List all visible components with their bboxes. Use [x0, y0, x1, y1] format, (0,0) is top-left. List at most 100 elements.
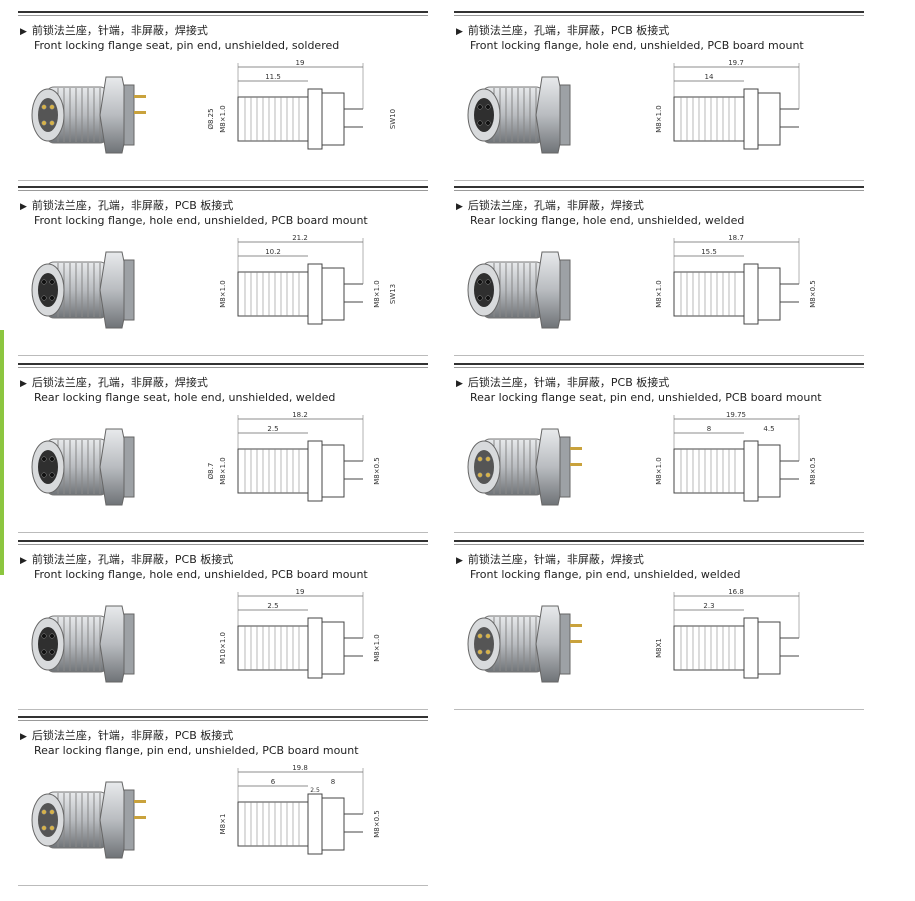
connector-photo — [31, 781, 146, 859]
thread-label: M10×1.0 — [219, 632, 227, 664]
pin-contact — [41, 104, 47, 110]
body-outline — [237, 271, 309, 317]
product-title: ▶后锁法兰座，孔端，非屏蔽，焊接式 Rear locking flange, h… — [456, 199, 744, 227]
body-outline — [673, 96, 745, 142]
solder-pin — [570, 463, 582, 466]
product-card: ▶前锁法兰座，针端，非屏蔽，焊接式 Front locking flange, … — [454, 540, 864, 710]
product-title-zh: 前锁法兰座，针端，非屏蔽，焊接式 — [467, 553, 644, 566]
card-top-rule-thin — [18, 15, 428, 16]
flange-outline — [321, 92, 345, 146]
connector-photo — [31, 605, 135, 683]
product-title: ▶前锁法兰座，孔端，非屏蔽，PCB 板接式 Front locking flan… — [20, 553, 368, 581]
flange-outline — [321, 444, 345, 498]
nut-outline — [743, 88, 759, 150]
nut-outline — [743, 617, 759, 679]
flange-outline — [321, 267, 345, 321]
bullet-arrow-icon: ▶ — [456, 27, 463, 37]
contact-insert — [38, 98, 58, 132]
card-top-rule-thin — [454, 190, 864, 191]
thread2-label: M8×1.0 — [373, 634, 381, 662]
pin-contact — [485, 456, 491, 462]
bullet-arrow-icon: ▶ — [20, 27, 27, 37]
socket-hole — [41, 633, 47, 639]
product-title: ▶后锁法兰座，针端，非屏蔽，PCB 板接式 Rear locking flang… — [20, 729, 359, 757]
pin-contact — [41, 809, 47, 815]
thread-label: M8×1 — [219, 814, 227, 835]
pin-contact — [477, 633, 483, 639]
dimension-part2: 8 — [331, 778, 335, 786]
product-title-en: Rear locking flange seat, pin end, unshi… — [470, 391, 822, 404]
dimension-overall: 16.8 — [728, 588, 744, 596]
body-outline — [237, 448, 309, 494]
contact-insert — [474, 450, 494, 484]
hex-nut — [535, 76, 567, 154]
card-bottom-rule — [454, 532, 864, 533]
body-outline — [673, 448, 745, 494]
product-title-zh: 前锁法兰座，孔端，非屏蔽，PCB 板接式 — [467, 24, 670, 37]
thread-label: M8×1.0 — [219, 457, 227, 485]
body-outline — [237, 801, 309, 847]
socket-hole — [41, 295, 47, 301]
solder-pin — [570, 447, 582, 450]
socket-hole — [41, 456, 47, 462]
product-title-en: Front locking flange, hole end, unshield… — [34, 214, 368, 227]
card-top-rule — [454, 363, 864, 365]
solder-pin — [134, 816, 146, 819]
card-top-rule-thin — [454, 544, 864, 545]
solder-pin — [570, 640, 582, 643]
card-top-rule-thin — [454, 367, 864, 368]
bullet-arrow-icon: ▶ — [20, 202, 27, 212]
flange-outline — [757, 444, 781, 498]
solder-pin — [134, 95, 146, 98]
card-top-rule — [18, 186, 428, 188]
pin-contact — [477, 649, 483, 655]
thread-label: M8×1.0 — [219, 105, 227, 133]
bullet-arrow-icon: ▶ — [456, 202, 463, 212]
flange-outline — [321, 797, 345, 851]
pin-contact — [485, 472, 491, 478]
hex-nut — [535, 605, 567, 683]
card-bottom-rule — [18, 885, 428, 886]
diameter-label: Ø8.25 — [207, 108, 215, 129]
socket-hole — [485, 104, 491, 110]
card-top-rule-thin — [18, 190, 428, 191]
connector-photo — [467, 605, 582, 683]
flange — [559, 436, 571, 498]
product-title: ▶前锁法兰座，孔端，非屏蔽，PCB 板接式 Front locking flan… — [20, 199, 368, 227]
card-top-rule-thin — [454, 15, 864, 16]
solder-pin — [134, 800, 146, 803]
nut-outline — [307, 88, 323, 150]
hex-size-label: SW10 — [389, 109, 397, 129]
product-title-en: Front locking flange, pin end, unshielde… — [470, 568, 741, 581]
dimension-part: 6 — [271, 778, 276, 786]
solder-pin — [570, 624, 582, 627]
thread-label: M8×1.0 — [655, 280, 663, 308]
connector-photo — [31, 428, 135, 506]
bullet-arrow-icon: ▶ — [20, 379, 27, 389]
socket-hole — [41, 649, 47, 655]
card-top-rule-thin — [18, 720, 428, 721]
diameter-label: Ø8.7 — [207, 463, 215, 480]
hex-nut — [99, 76, 131, 154]
pin-contact — [49, 104, 55, 110]
dimension-part: 2.5 — [267, 602, 278, 610]
socket-hole — [477, 120, 483, 126]
socket-hole — [49, 472, 55, 478]
product-title: ▶前锁法兰座，针端，非屏蔽，焊接式 Front locking flange, … — [456, 553, 740, 581]
card-bottom-rule — [18, 532, 428, 533]
socket-hole — [49, 279, 55, 285]
thread-label: M8X1 — [655, 638, 663, 658]
thread-label: M8×1.0 — [655, 105, 663, 133]
card-bottom-rule — [18, 180, 428, 181]
product-title-en: Front locking flange, hole end, unshield… — [470, 39, 804, 52]
card-top-rule — [18, 11, 428, 13]
product-title-zh: 后锁法兰座，针端，非屏蔽，PCB 板接式 — [467, 376, 670, 389]
connector-photo — [31, 76, 146, 154]
socket-hole — [477, 104, 483, 110]
dimension-part: 2.3 — [703, 602, 714, 610]
solder-pin — [134, 111, 146, 114]
flange-outline — [757, 92, 781, 146]
socket-hole — [485, 120, 491, 126]
